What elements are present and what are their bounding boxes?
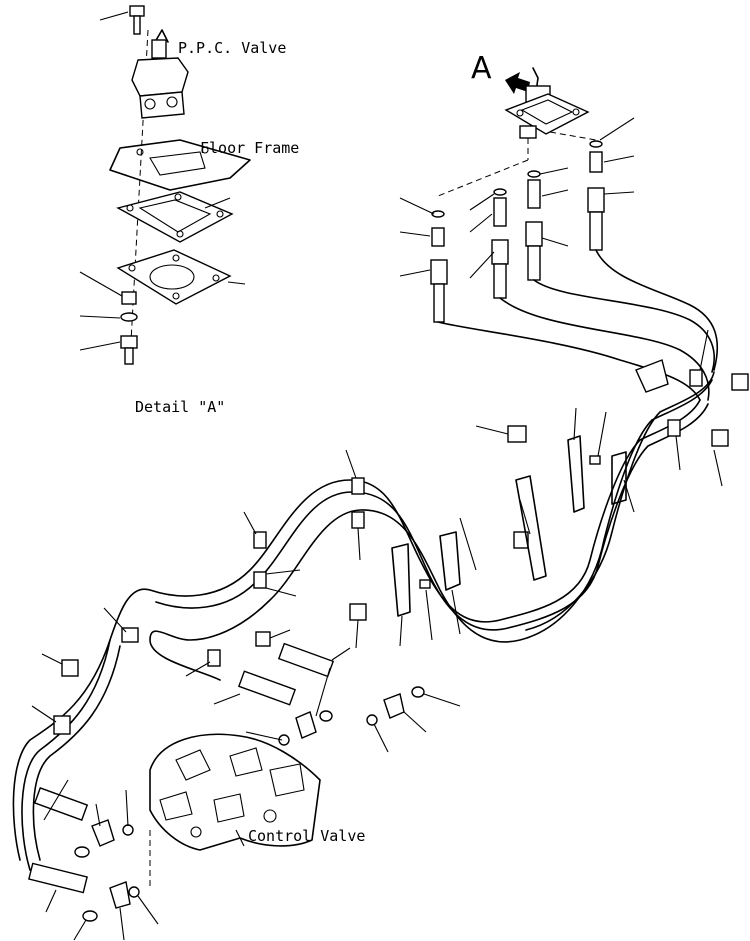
- view-a-marker: A: [471, 51, 492, 86]
- ppc-valve-label: P.P.C. Valve: [178, 39, 287, 57]
- detail-a-exploded-view: [79, 5, 251, 365]
- leader-lines: [31, 329, 723, 941]
- control-valve-body: [149, 733, 321, 890]
- floor-frame-label: Floor Frame: [200, 139, 300, 157]
- control-valve-label: Control Valve: [248, 827, 366, 845]
- hose-fittings-top-right: [399, 117, 719, 401]
- ppc-valve-top-right: [437, 67, 597, 197]
- pipe-bundle: [12, 359, 749, 922]
- detail-a-label: Detail "A": [135, 398, 226, 416]
